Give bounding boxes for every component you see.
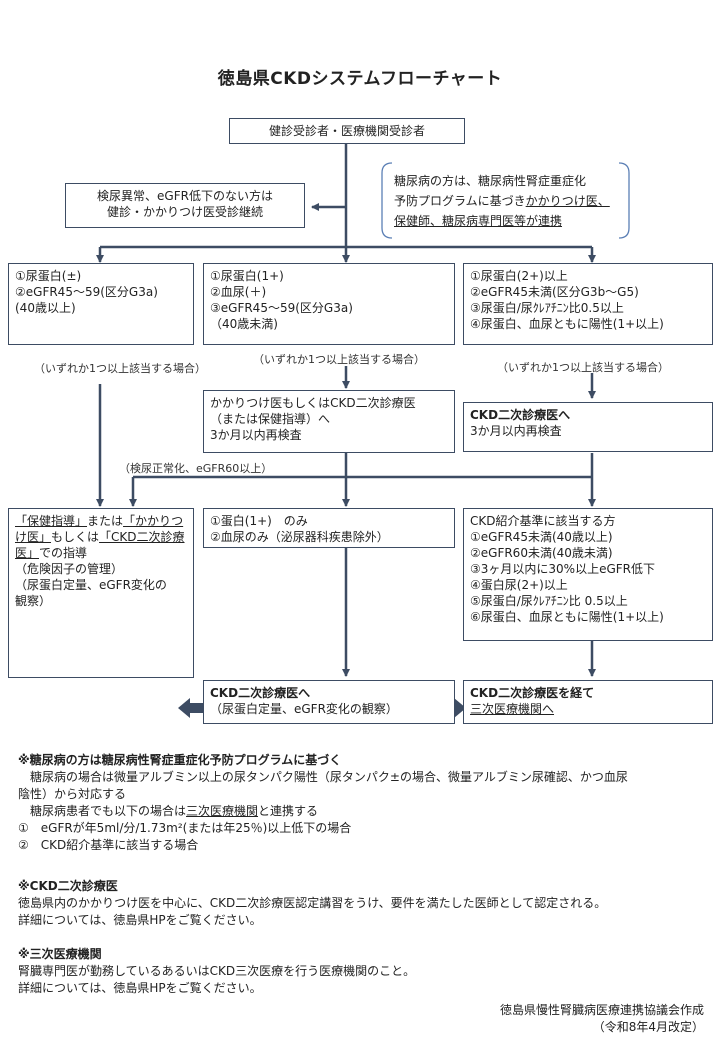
diabetes-note: 糖尿病の方は、糖尿病性腎症重症化 予防プログラムに基づきかかりつけ医、 保健師、… [394,171,622,231]
c1-line-1: ①尿蛋白(±) [15,269,82,283]
guidance-3b: での指導 [39,546,88,560]
recheck-box-3: CKD二次診療医へ 3か月以内再検査 [463,402,713,452]
tertiary-box: CKD二次診療医を経て 三次医療機関へ [463,680,713,724]
continue-box: 検尿異常、eGFR低下のない方は 健診・かかりつけ医受診継続 [65,183,305,228]
c1-line-2: ②eGFR45～59(区分G3a) [15,285,158,299]
continue-line-2: 健診・かかりつけ医受診継続 [106,205,264,219]
note3-head: ※三次医療機関 [18,947,102,961]
guidance-line-4: （危険因子の管理） [15,562,124,576]
cond-label-2: （いずれか1つ以上該当する場合） [253,353,425,366]
note-secondary: ※CKD二次診療医 徳島県内のかかりつけ医を中心に、CKD二次診療医認定講習をう… [18,878,708,929]
secondary-box: CKD二次診療医へ （尿蛋白定量、eGFR変化の観察） [203,680,455,724]
guidance-2c: 「CKD二次診療 [99,530,185,544]
note1-line-1: 糖尿病の場合は微量アルブミン以上の尿タンパク陽性（尿タンパク±の場合、微量アルブ… [18,770,628,784]
footer-org: 徳島県慢性腎臓病医療連携協議会作成 [499,1003,704,1017]
referral-line-6: ⑤尿蛋白/尿ｸﾚｱﾁﾆﾝ比 0.5以上 [470,594,628,608]
diabetes-bracket-right [618,162,630,239]
recheck3-line-2: 3か月以内再検査 [470,424,562,438]
recheck-box-2: かかりつけ医もしくはCKD二次診療医 （または保健指導）へ 3か月以内再検査 [203,390,455,453]
guidance-1b: または [87,514,124,528]
mid-line-1: ①蛋白(1+) のみ [210,514,308,528]
guidance-2a: け医」 [15,530,52,544]
diabetes-line-2b: かかりつけ医、 [525,194,610,208]
guidance-line-5: （尿蛋白定量、eGFR変化の [15,578,167,592]
mid-box: ①蛋白(1+) のみ ②血尿のみ（泌尿器科疾患除外） [203,508,455,548]
c2-line-2: ②血尿(＋) [210,285,267,299]
note2-line-1: 徳島県内のかかりつけ医を中心に、CKD二次診療医認定講習をうけ、要件を満たした医… [18,896,607,910]
note1-head: ※糖尿病の方は糖尿病性腎症重症化予防プログラムに基づく [18,753,342,767]
note1-line-3: 糖尿病患者でも以下の場合は三次医療機関と連携する [18,803,708,820]
footer: 徳島県慢性腎臓病医療連携協議会作成 （令和8年4月改定） [500,1002,704,1036]
cond-label-1: （いずれか1つ以上該当する場合） [34,362,206,375]
criteria-box-1: ①尿蛋白(±) ②eGFR45～59(区分G3a) (40歳以上) [8,263,194,345]
diabetes-line-2a: 予防プログラムに基づき [394,194,526,208]
c1-line-3: (40歳以上) [15,301,76,315]
note1-line-4: ① eGFRが年5ml/分/1.73m²(または年25％)以上低下の場合 [18,821,352,835]
note-tertiary: ※三次医療機関 腎臓専門医が勤務しているあるいはCKD三次医療を行う医療機関のこ… [18,946,708,997]
criteria-box-3: ①尿蛋白(2+)以上 ②eGFR45未満(区分G3b～G5) ③尿蛋白/尿ｸﾚｱ… [463,263,713,345]
referral-line-1: CKD紹介基準に該当する方 [470,514,616,528]
referral-line-3: ②eGFR60未満(40歳未満) [470,546,613,560]
recheck2-line-2: （または保健指導）へ [210,412,331,426]
normal-label: （検尿正常化、eGFR60以上） [119,462,273,475]
note1-line-5: ② CKD紹介基準に該当する場合 [18,838,199,852]
referral-line-7: ⑥尿蛋白、血尿ともに陽性(1+以上) [470,610,664,624]
guidance-box: 「保健指導」または「かかりつ け医」もしくは「CKD二次診療 医」での指導 （危… [8,508,194,678]
guidance-2b: もしくは [51,530,100,544]
top-box-label: 健診受診者・医療機関受診者 [268,124,425,138]
c3-line-1: ①尿蛋白(2+)以上 [470,269,568,283]
diabetes-line-2: 予防プログラムに基づきかかりつけ医、 [394,191,622,211]
criteria-box-2: ①尿蛋白(1+) ②血尿(＋) ③eGFR45～59(区分G3a) （40歳未満… [203,263,455,345]
note2-line-2: 詳細については、徳島県HPをご覧ください。 [18,913,262,927]
referral-line-4: ③3ヶ月以内に30%以上eGFR低下 [470,562,655,576]
tertiary-line-2: 三次医療機関へ [470,702,555,716]
guidance-line-2: け医」もしくは「CKD二次診療 [15,529,187,545]
diabetes-bracket-left [381,162,393,239]
referral-line-2: ①eGFR45未満(40歳以上) [470,530,613,544]
diabetes-line-3: 保健師、糖尿病専門医等が連携 [394,214,563,228]
guidance-line-1: 「保健指導」または「かかりつ [15,513,187,529]
c2-line-3: ③eGFR45～59(区分G3a) [210,301,353,315]
guidance-1a: 「保健指導」 [15,514,88,528]
top-box: 健診受診者・医療機関受診者 [229,118,465,144]
continue-line-1: 検尿異常、eGFR低下のない方は [97,189,273,203]
note2-head: ※CKD二次診療医 [18,879,118,893]
guidance-1c: 「かかりつ [123,514,184,528]
note1-3a: 糖尿病患者でも以下の場合は [18,804,187,818]
guidance-3a: 医」 [15,546,40,560]
cond-label-3: （いずれか1つ以上該当する場合） [497,361,669,374]
referral-box: CKD紹介基準に該当する方 ①eGFR45未満(40歳以上) ②eGFR60未満… [463,508,713,641]
c3-line-2: ②eGFR45未満(区分G3b～G5) [470,285,639,299]
note3-line-1: 腎臓専門医が勤務しているあるいはCKD三次医療を行う医療機関のこと。 [18,964,416,978]
c2-line-1: ①尿蛋白(1+) [210,269,284,283]
page-title: 徳島県CKDシステムフローチャート [217,69,503,89]
note1-3c: と連携する [258,804,319,818]
c3-line-3: ③尿蛋白/尿ｸﾚｱﾁﾆﾝ比0.5以上 [470,301,624,315]
guidance-line-3: 医」での指導 [15,545,187,561]
diabetes-line-1: 糖尿病の方は、糖尿病性腎症重症化 [394,174,587,188]
note-diabetes: ※糖尿病の方は糖尿病性腎症重症化予防プログラムに基づく 糖尿病の場合は微量アルブ… [18,752,708,854]
secondary-line-1: CKD二次診療医へ [210,686,311,700]
footer-date: （令和8年4月改定） [592,1020,704,1034]
c3-line-4: ④尿蛋白、血尿ともに陽性(1+以上) [470,317,664,331]
secondary-line-2: （尿蛋白定量、eGFR変化の観察） [210,702,398,716]
guidance-line-6: 観察） [15,594,52,608]
c2-line-4: （40歳未満) [210,317,278,331]
referral-line-5: ④蛋白尿(2+)以上 [470,578,568,592]
note3-line-2: 詳細については、徳島県HPをご覧ください。 [18,981,262,995]
note1-line-2: 陰性）から対応する [18,787,127,801]
recheck3-line-1: CKD二次診療医へ [470,408,571,422]
tertiary-line-1: CKD二次診療医を経て [470,686,595,700]
recheck2-line-3: 3か月以内再検査 [210,428,302,442]
mid-line-2: ②血尿のみ（泌尿器科疾患除外） [210,530,389,544]
recheck2-line-1: かかりつけ医もしくはCKD二次診療医 [210,396,416,410]
note1-3b: 三次医療機関 [186,804,259,818]
